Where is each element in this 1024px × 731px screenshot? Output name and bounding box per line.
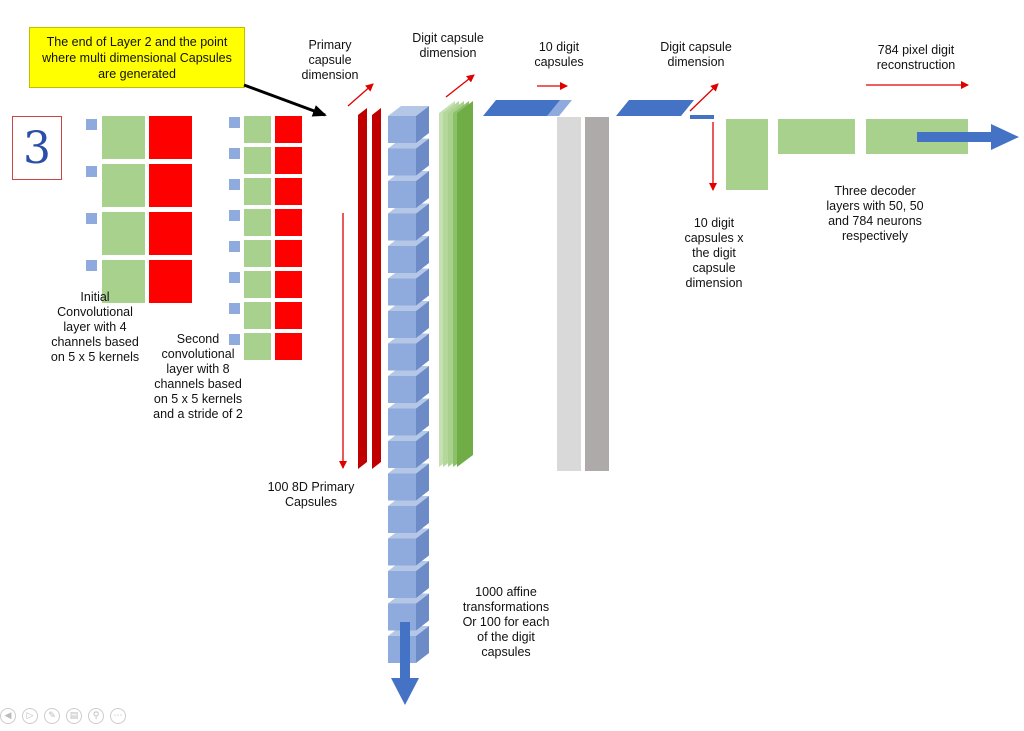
label-digit-capsule-dimension-2: Digit capsule dimension (660, 40, 732, 69)
digit-capsules-group-2 (616, 100, 694, 116)
layer1-green-map (102, 116, 145, 159)
label-digit-capsule-dimension-1: Digit capsule dimension (412, 31, 484, 60)
layer2-green-map (244, 302, 271, 329)
layer2-small-square (229, 303, 240, 314)
primary-slab (358, 108, 367, 469)
play-icon[interactable]: ▷ (22, 708, 38, 724)
zoom-icon[interactable]: ⚲ (88, 708, 104, 724)
layer1-small-square (86, 166, 97, 177)
digit-dim-arrow-1 (445, 74, 475, 98)
label-primary-capsules: 100 8D Primary Capsules (267, 480, 355, 509)
decoder-layer-2 (778, 119, 855, 154)
layer1-green-map (102, 212, 145, 255)
layer2-red-map (275, 116, 302, 143)
layer2-small-square (229, 272, 240, 283)
affine-cube (388, 398, 429, 436)
digit-capsule-vector (690, 115, 714, 119)
layer2-green-map (244, 116, 271, 143)
affine-cube (388, 561, 429, 598)
layer2-red-map (275, 271, 302, 298)
label-second-conv: Second convolutional layer with 8 channe… (153, 332, 243, 421)
layer2-small-square (229, 241, 240, 252)
primary-dim-arrow (347, 83, 374, 107)
affine-cube (388, 333, 429, 371)
input-digit-image: 3 (12, 116, 62, 180)
layer2-red-map (275, 240, 302, 267)
label-initial-conv: Initial Convolutional layer with 4 chann… (50, 290, 140, 364)
output-arrow-blue (917, 124, 1019, 150)
callout-note: The end of Layer 2 and the point where m… (29, 27, 245, 88)
down-arrow-blue (391, 622, 419, 705)
label-decoder-layers: Three decoder layers with 50, 50 and 784… (826, 184, 924, 243)
layer1-red-map (149, 164, 192, 207)
layer1-small-square (86, 213, 97, 224)
affine-cube (388, 366, 429, 403)
layer1-green-map (102, 260, 145, 303)
layer2-red-map (275, 333, 302, 360)
label-affine-transformations: 1000 affine transformations Or 100 for e… (462, 585, 550, 659)
affine-cube (388, 268, 429, 306)
pen-icon[interactable]: ✎ (44, 708, 60, 724)
gray-bar-light (557, 117, 581, 471)
layer2-small-square (229, 117, 240, 128)
affine-cube (388, 138, 429, 176)
affine-cube (388, 496, 429, 533)
layer2-green-map (244, 178, 271, 205)
digit-dim-arrow-2 (689, 83, 719, 112)
affine-cube (388, 203, 429, 241)
gray-bar-dark (585, 117, 609, 471)
layer2-green-map (244, 240, 271, 267)
initial-conv-layer (86, 116, 192, 303)
primary-capsule-slabs (358, 108, 381, 469)
layer2-green-map (244, 209, 271, 236)
digit-capsule-slabs (439, 101, 473, 467)
label-digit-capsules-times-dimension: 10 digit capsules x the digit capsule di… (684, 216, 744, 290)
affine-cube-stack (388, 106, 429, 663)
layer2-red-map (275, 147, 302, 174)
layer2-small-square (229, 179, 240, 190)
layer1-red-map (149, 116, 192, 159)
second-conv-layer (229, 116, 302, 360)
affine-cube (388, 171, 429, 208)
layer2-small-square (229, 334, 240, 345)
digit-capsules-group-1 (483, 100, 572, 116)
affine-cube (388, 463, 429, 501)
slideshow-controls: ◀ ▷ ✎ ▤ ⚲ ⋯ (0, 708, 126, 726)
affine-cube (388, 431, 429, 468)
affine-cube (388, 236, 429, 273)
layer2-red-map (275, 178, 302, 205)
layer1-red-map (149, 212, 192, 255)
affine-cube (388, 106, 429, 143)
layer2-small-square (229, 148, 240, 159)
layer1-small-square (86, 119, 97, 130)
layer1-green-map (102, 164, 145, 207)
slides-icon[interactable]: ▤ (66, 708, 82, 724)
layer2-green-map (244, 333, 271, 360)
layer2-green-map (244, 147, 271, 174)
affine-cube (388, 528, 429, 566)
label-ten-digit-capsules: 10 digit capsules (534, 40, 584, 69)
layer2-green-map (244, 271, 271, 298)
layer2-red-map (275, 302, 302, 329)
left-arrow-icon[interactable]: ◀ (0, 708, 16, 724)
affine-cube (388, 301, 429, 338)
label-primary-capsule-dimension: Primary capsule dimension (301, 38, 359, 82)
decoder-layer-1 (726, 119, 768, 190)
primary-slab (372, 108, 381, 469)
callout-arrow (243, 83, 327, 117)
layer1-small-square (86, 260, 97, 271)
more-icon[interactable]: ⋯ (110, 708, 126, 724)
label-pixel-reconstruction: 784 pixel digit reconstruction (876, 43, 956, 72)
layer2-red-map (275, 209, 302, 236)
layer2-small-square (229, 210, 240, 221)
layer1-red-map (149, 260, 192, 303)
